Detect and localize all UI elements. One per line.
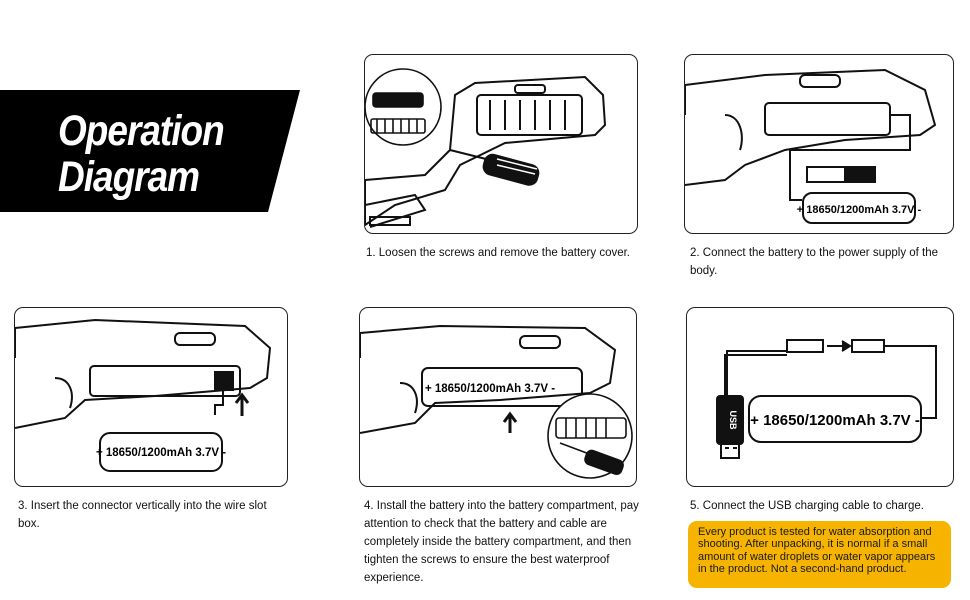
step-3-battery-label: + 18650/1200mAh 3.7V - bbox=[96, 447, 226, 459]
page-title-line-1: Operation bbox=[58, 106, 225, 154]
usb-plug-label: USB bbox=[728, 410, 738, 430]
step-2-drawing: + 18650/1200mAh 3.7V - bbox=[685, 68, 937, 224]
step-2-caption: 2. Connect the battery to the power supp… bbox=[690, 247, 939, 277]
quality-notice: Every product is tested for water absorp… bbox=[688, 521, 951, 588]
step-3-drawing: + 18650/1200mAh 3.7V - bbox=[15, 318, 272, 472]
step-4-drawing: + 18650/1200mAh 3.7V - bbox=[360, 324, 633, 479]
step-2-illustration: + 18650/1200mAh 3.7V - bbox=[684, 54, 954, 234]
step-2-battery-label: + 18650/1200mAh 3.7V - bbox=[797, 204, 922, 216]
title-banner bbox=[0, 90, 300, 212]
step-5-drawing: USB + 18650/1200mAh 3.7V - bbox=[716, 339, 937, 459]
step-4-caption: 4. Install the battery into the battery … bbox=[364, 500, 639, 584]
step-3-caption: 3. Insert the connector vertically into … bbox=[18, 500, 267, 530]
step-3-illustration: + 18650/1200mAh 3.7V - bbox=[14, 307, 288, 487]
step-4-battery-label: + 18650/1200mAh 3.7V - bbox=[425, 383, 555, 395]
step-1-caption: 1. Loosen the screws and remove the batt… bbox=[366, 247, 631, 259]
step-1-drawing bbox=[365, 68, 607, 228]
step-4-illustration: + 18650/1200mAh 3.7V - bbox=[359, 307, 637, 487]
page-title-line-2: Diagram bbox=[58, 152, 200, 200]
step-1-illustration bbox=[364, 54, 638, 234]
step-5-battery-label: + 18650/1200mAh 3.7V - bbox=[750, 412, 920, 429]
step-5-caption: 5. Connect the USB charging cable to cha… bbox=[690, 500, 924, 512]
step-5-illustration: USB + 18650/1200mAh 3.7V - bbox=[686, 307, 954, 487]
page-title: Operation Diagram bbox=[58, 106, 225, 200]
